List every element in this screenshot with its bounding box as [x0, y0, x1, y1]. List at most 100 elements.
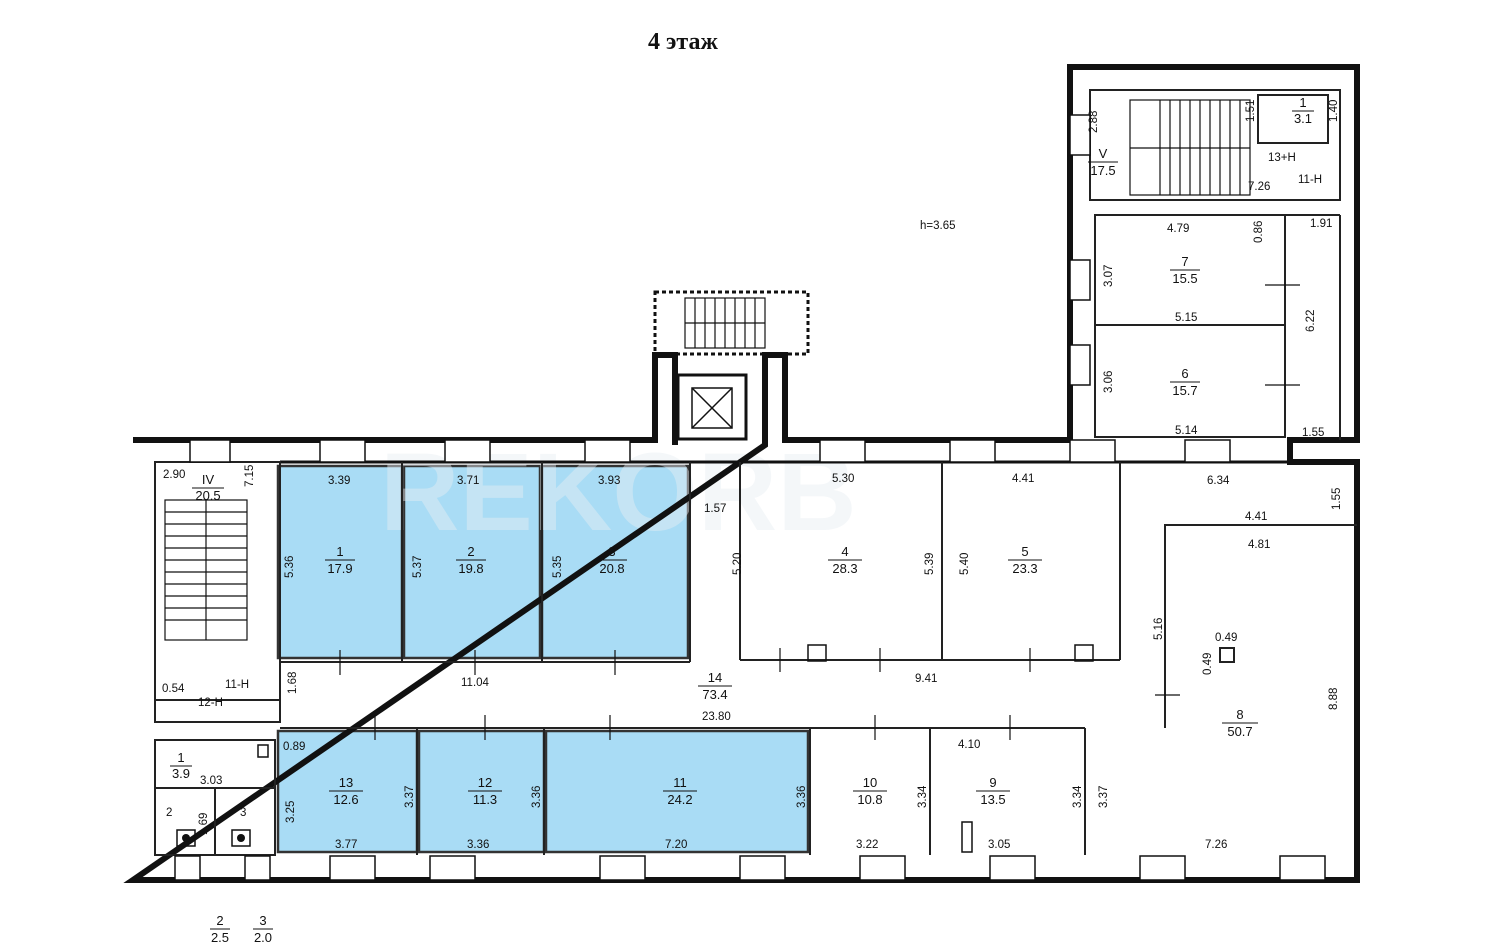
- svg-text:3.71: 3.71: [457, 475, 479, 487]
- note-2-area: 2.5: [211, 930, 229, 945]
- svg-text:3.34: 3.34: [1072, 785, 1084, 808]
- svg-text:11.04: 11.04: [461, 677, 490, 689]
- room-6-number: 6: [1181, 366, 1188, 381]
- column-marker: [1074, 644, 1094, 662]
- elevator-shaft: [676, 373, 748, 441]
- top-room-1-number: 1: [1299, 95, 1306, 110]
- ceiling-height: h=3.65: [920, 220, 956, 232]
- svg-text:3.36: 3.36: [531, 786, 543, 808]
- svg-text:3.03: 3.03: [200, 775, 222, 787]
- room-9-number: 9: [989, 775, 996, 790]
- label-11h-left: 11-H: [225, 679, 249, 691]
- svg-text:4.41: 4.41: [1245, 511, 1267, 523]
- svg-text:3.07: 3.07: [1103, 265, 1115, 287]
- top-room-1-area: 3.1: [1294, 111, 1312, 126]
- svg-text:5.16: 5.16: [1153, 618, 1165, 640]
- room-5-number: 5: [1021, 544, 1028, 559]
- room-1[interactable]: [276, 464, 404, 660]
- room-4-area: 28.3: [832, 561, 857, 576]
- floor-title: 4 этаж: [648, 29, 718, 55]
- svg-text:3.77: 3.77: [335, 839, 357, 851]
- room-12-number: 12: [478, 775, 492, 790]
- svg-text:5.37: 5.37: [412, 556, 424, 578]
- svg-text:5.15: 5.15: [1175, 312, 1197, 324]
- room-12-area: 11.3: [473, 792, 497, 807]
- svg-text:0.49: 0.49: [1202, 653, 1214, 675]
- room-13-number: 13: [339, 775, 353, 790]
- svg-text:1.57: 1.57: [704, 503, 726, 515]
- wc-2-label: 2: [166, 807, 172, 819]
- svg-text:1.55: 1.55: [1331, 488, 1343, 510]
- label-13h-top: 13+H: [1268, 152, 1296, 164]
- room-1-number: 1: [336, 544, 343, 559]
- svg-text:1.69: 1.69: [198, 813, 210, 835]
- stair-v-area: 17.5: [1090, 163, 1115, 178]
- svg-text:5.39: 5.39: [924, 553, 936, 575]
- stair-iv-area: 20.5: [195, 488, 220, 503]
- svg-text:5.35: 5.35: [552, 556, 564, 578]
- svg-text:2.88: 2.88: [1088, 111, 1100, 133]
- wc-3-label: 3: [240, 807, 246, 819]
- dimension-labels: 2.90 7.15 3.39 3.71 3.93 1.57 5.30 4.41 …: [162, 100, 1343, 851]
- svg-text:3.39: 3.39: [328, 475, 350, 487]
- room-9-area: 13.5: [980, 792, 1005, 807]
- svg-text:6.34: 6.34: [1207, 475, 1230, 487]
- svg-text:1.55: 1.55: [1302, 427, 1324, 439]
- svg-text:1.68: 1.68: [287, 672, 299, 694]
- svg-text:1.51: 1.51: [1245, 100, 1257, 122]
- room-2[interactable]: [402, 464, 542, 660]
- svg-text:3.22: 3.22: [856, 839, 878, 851]
- svg-text:1.40: 1.40: [1328, 100, 1340, 122]
- svg-text:7.20: 7.20: [665, 839, 687, 851]
- door-marks: [339, 284, 1300, 740]
- room-1-area: 17.9: [327, 561, 352, 576]
- stair-v-number: V: [1099, 146, 1108, 161]
- room-labels: 1 17.9 2 19.8 3 20.8 4 28.3 5 23.3 6 15.…: [166, 95, 1322, 945]
- svg-text:3.36: 3.36: [467, 839, 489, 851]
- stair-v-steps: [1129, 99, 1251, 196]
- svg-text:8.88: 8.88: [1328, 688, 1340, 710]
- windows-tower: [1069, 114, 1091, 386]
- room-10-area: 10.8: [857, 792, 882, 807]
- room-11-number: 11: [673, 775, 687, 790]
- stair-iv-number: IV: [202, 472, 215, 487]
- external-stair-steps: [684, 297, 766, 349]
- room-3[interactable]: [540, 464, 690, 660]
- room-7-number: 7: [1181, 254, 1188, 269]
- svg-text:0.49: 0.49: [1215, 632, 1237, 644]
- stair-iv-steps: [164, 499, 248, 641]
- external-stair: [653, 290, 810, 356]
- svg-text:7.26: 7.26: [1205, 839, 1227, 851]
- sink: [961, 821, 973, 853]
- svg-text:5.14: 5.14: [1175, 425, 1198, 437]
- note-3-number: 3: [259, 913, 266, 928]
- svg-text:7.26: 7.26: [1248, 181, 1270, 193]
- wc-1-number: 1: [177, 750, 184, 765]
- svg-text:4.41: 4.41: [1012, 473, 1034, 485]
- svg-text:3.34: 3.34: [917, 785, 929, 808]
- svg-text:3.37: 3.37: [1098, 786, 1110, 808]
- room-11-area: 24.2: [667, 792, 692, 807]
- room-2-area: 19.8: [458, 561, 483, 576]
- room-7-area: 15.5: [1172, 271, 1197, 286]
- svg-text:3.36: 3.36: [796, 786, 808, 808]
- svg-text:2.90: 2.90: [163, 469, 185, 481]
- label-11h-top: 11-H: [1298, 174, 1322, 186]
- svg-text:5.36: 5.36: [284, 556, 296, 578]
- room-5-area: 23.3: [1012, 561, 1037, 576]
- svg-text:4.81: 4.81: [1248, 539, 1270, 551]
- svg-text:4.10: 4.10: [958, 739, 980, 751]
- room-13-area: 12.6: [333, 792, 358, 807]
- room-14-area: 73.4: [702, 687, 727, 702]
- svg-text:5.30: 5.30: [832, 473, 854, 485]
- svg-text:9.41: 9.41: [915, 673, 937, 685]
- wc-1-area: 3.9: [172, 766, 190, 781]
- svg-text:3.25: 3.25: [285, 801, 297, 823]
- column: [1219, 647, 1235, 663]
- svg-text:6.22: 6.22: [1305, 310, 1317, 332]
- room-14-number: 14: [708, 670, 722, 685]
- svg-text:5.40: 5.40: [959, 553, 971, 575]
- svg-text:0.89: 0.89: [283, 741, 305, 753]
- room-2-number: 2: [467, 544, 474, 559]
